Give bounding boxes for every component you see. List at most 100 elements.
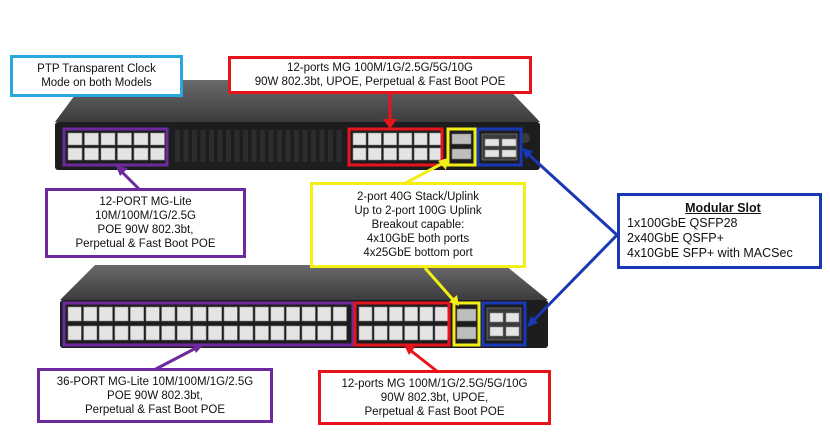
ptp-callout: PTP Transparent Clock Mode on both Model… bbox=[10, 55, 183, 97]
bottom-lite-line-1: 36-PORT MG-Lite 10M/100M/1G/2.5G bbox=[56, 375, 254, 388]
bottom-lite-port bbox=[208, 325, 222, 341]
ptp-line-2: Mode on both Models bbox=[41, 77, 152, 89]
top-lite-port bbox=[67, 147, 83, 161]
bottom-lite-port bbox=[270, 325, 285, 341]
bottom-mg-line-3: Perpetual & Fast Boot POE bbox=[364, 405, 505, 418]
top-lite-port bbox=[150, 147, 165, 161]
bottom-lite-port bbox=[192, 306, 207, 322]
bottom-lite-port bbox=[317, 306, 332, 322]
top-lite-port bbox=[84, 147, 99, 161]
bottom-mg-callout: 12-ports MG 100M/1G/2.5G/5G/10G 90W 802.… bbox=[318, 370, 551, 425]
bottom-lite-port bbox=[176, 306, 191, 322]
bottom-mg-port bbox=[419, 306, 434, 322]
stack-line-1: 2-port 40G Stack/Uplink bbox=[356, 191, 480, 203]
top-lite-line-3: POE 90W 802.3bt, bbox=[97, 224, 194, 236]
top-lite-port bbox=[117, 132, 132, 146]
bottom-lite-port bbox=[114, 306, 129, 322]
top-mg-line-2: 90W 802.3bt, UPOE, Perpetual & Fast Boot… bbox=[254, 76, 506, 88]
bottom-lite-port bbox=[223, 325, 238, 341]
bottom-lite-port bbox=[98, 325, 113, 341]
bottom-lite-port bbox=[130, 325, 144, 341]
top-mg-highlight bbox=[347, 127, 444, 167]
bottom-lite-port bbox=[301, 325, 316, 341]
bottom-lite-port bbox=[286, 325, 300, 341]
bottom-lite-port bbox=[114, 325, 129, 341]
bottom-lite-port bbox=[208, 306, 222, 322]
top-lite-port bbox=[133, 147, 149, 161]
bottom-lite-port bbox=[67, 306, 82, 322]
bottom-mg-port bbox=[434, 306, 449, 322]
vent-slot bbox=[234, 130, 240, 162]
qsfp-port bbox=[456, 308, 477, 322]
bottom-lite-line-2: POE 90W 802.3bt, bbox=[107, 389, 203, 402]
bottom-lite-port bbox=[192, 325, 207, 341]
bottom-lite-port bbox=[98, 306, 113, 322]
bottom-lite-line-3: Perpetual & Fast Boot POE bbox=[85, 403, 225, 416]
vent-slot bbox=[294, 130, 299, 162]
bottom-mg-highlight bbox=[353, 301, 451, 347]
top-lite-port bbox=[67, 132, 83, 146]
bottom-mg-port bbox=[434, 325, 449, 341]
vent-slot bbox=[260, 130, 265, 162]
bottom-lite-port bbox=[270, 306, 285, 322]
bottom-mg-port bbox=[373, 325, 388, 341]
bottom-lite-port bbox=[145, 306, 160, 322]
bottom-lite-port bbox=[332, 306, 347, 322]
vent-slot bbox=[226, 130, 231, 162]
stack-callout: 2-port 40G Stack/Uplink Up to 2-port 100… bbox=[310, 182, 526, 268]
arrow-bottom-lite bbox=[153, 345, 199, 372]
top-lite-port bbox=[84, 132, 99, 146]
arrow-bottom-mg bbox=[409, 348, 439, 374]
bottom-mg-port bbox=[358, 325, 373, 341]
sfp-port bbox=[484, 149, 500, 158]
top-lite-port bbox=[100, 132, 116, 146]
vent-slot bbox=[336, 130, 342, 162]
arrow-top-lite bbox=[120, 170, 142, 192]
vent-slot bbox=[319, 130, 325, 162]
bottom-lite-port bbox=[254, 306, 269, 322]
bottom-lite-port bbox=[176, 325, 191, 341]
bottom-lite-port bbox=[239, 306, 254, 322]
bottom-lite-port bbox=[67, 325, 82, 341]
bottom-lite-port bbox=[145, 325, 160, 341]
bottom-lite-port bbox=[239, 325, 254, 341]
arrow-stack-bottom bbox=[423, 267, 457, 303]
top-lite-port bbox=[150, 132, 165, 146]
top-lite-line-4: Perpetual & Fast Boot POE bbox=[75, 238, 216, 250]
vent-slot bbox=[192, 130, 197, 162]
bottom-lite-port bbox=[161, 325, 176, 341]
stack-line-2: Up to 2-port 100G Uplink bbox=[354, 205, 482, 217]
bottom-lite-highlight bbox=[62, 301, 355, 347]
modular-line-3: 4x10GbE SFP+ with MACSec bbox=[627, 246, 793, 260]
bottom-mg-port bbox=[419, 325, 434, 341]
bottom-mg-line-1: 12-ports MG 100M/1G/2.5G/5G/10G bbox=[341, 377, 528, 390]
top-mg-port bbox=[398, 132, 413, 146]
bottom-lite-callout: 36-PORT MG-Lite 10M/100M/1G/2.5G POE 90W… bbox=[37, 368, 273, 423]
bottom-lite-port bbox=[286, 306, 300, 322]
top-mg-port bbox=[367, 132, 382, 146]
vent-slot bbox=[183, 130, 189, 162]
bottom-mg-port bbox=[358, 306, 373, 322]
vent-slot bbox=[268, 130, 274, 162]
qsfp-port bbox=[456, 326, 477, 340]
bottom-modular-highlight bbox=[481, 301, 527, 347]
bottom-lite-port bbox=[83, 306, 98, 322]
vent-slot bbox=[251, 130, 257, 162]
top-lite-port bbox=[117, 147, 132, 161]
vent-slot bbox=[175, 130, 180, 162]
modular-slot-title: Modular Slot bbox=[685, 201, 761, 215]
top-stack-highlight bbox=[446, 127, 477, 167]
arrow-modular-top bbox=[525, 151, 619, 237]
bottom-mg-port bbox=[389, 306, 403, 322]
top-mg-port bbox=[398, 147, 413, 161]
vent-slot bbox=[277, 130, 282, 162]
sfp-port bbox=[489, 312, 504, 323]
top-mg-line-1: 12-ports MG 100M/1G/2.5G/5G/10G bbox=[287, 62, 473, 74]
top-mg-port bbox=[383, 147, 397, 161]
vent-slot bbox=[200, 130, 206, 162]
bottom-lite-port bbox=[254, 325, 269, 341]
top-mg-port bbox=[383, 132, 397, 146]
bottom-mg-port bbox=[404, 325, 418, 341]
sfp-port bbox=[489, 326, 504, 337]
top-lite-port bbox=[133, 132, 149, 146]
